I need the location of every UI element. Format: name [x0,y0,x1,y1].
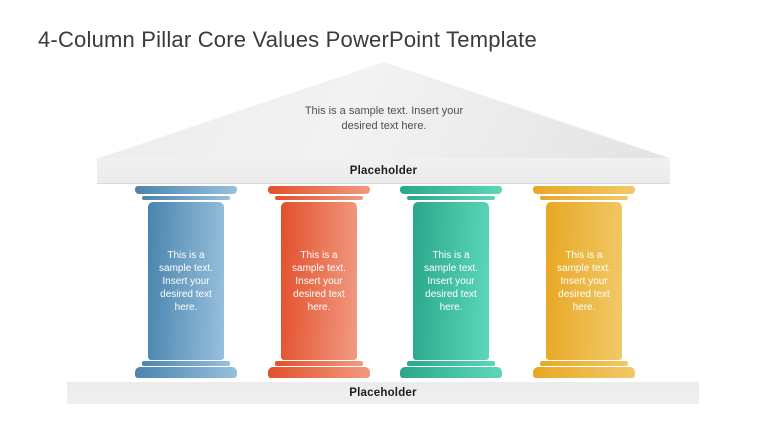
pillar-3-capital-lower [407,196,495,200]
pillar-3-base-upper [407,361,495,366]
pillar-4-text[interactable]: This is a sample text. Insert your desir… [557,249,611,313]
pillar-1-capital-lower [142,196,230,200]
slide-title[interactable]: 4-Column Pillar Core Values PowerPoint T… [38,27,537,52]
pillar-2-text[interactable]: This is a sample text. Insert your desir… [292,249,346,313]
pediment-triangle: This is a sample text. Insert your desir… [99,62,669,158]
pillar-1-base-bottom [135,367,237,378]
pillar-1-shaft: This is a sample text. Insert your desir… [148,202,224,360]
top-beam-label[interactable]: Placeholder [349,164,418,177]
pillar-4-shaft: This is a sample text. Insert your desir… [546,202,622,360]
pillar-2-base-bottom [268,367,370,378]
pillar-3-text[interactable]: This is a sample text. Insert your desir… [424,249,478,313]
pillar-4-base-upper [540,361,628,366]
pillar-4-capital-top [533,186,635,194]
pillar-3-base-bottom [400,367,502,378]
pillar-2-base-upper [275,361,363,366]
pillar-4-capital-lower [540,196,628,200]
pillar-3: This is a sample text. Insert your desir… [399,186,503,378]
pillar-2-capital-lower [275,196,363,200]
bottom-beam-label[interactable]: Placeholder [349,387,417,399]
bottom-beam: Placeholder [67,382,699,404]
pediment-text[interactable]: This is a sample text. Insert your desir… [304,105,464,132]
pillar-4-base-bottom [533,367,635,378]
pillar-2-shaft: This is a sample text. Insert your desir… [281,202,357,360]
pillar-3-capital-top [400,186,502,194]
top-beam: Placeholder [97,158,670,184]
pillar-3-shaft: This is a sample text. Insert your desir… [413,202,489,360]
pillar-2-capital-top [268,186,370,194]
pillar-1-text[interactable]: This is a sample text. Insert your desir… [159,249,213,313]
pillar-1-base-upper [142,361,230,366]
pillar-2: This is a sample text. Insert your desir… [267,186,371,378]
pillar-1-capital-top [135,186,237,194]
pillar-4: This is a sample text. Insert your desir… [532,186,636,378]
pillar-1: This is a sample text. Insert your desir… [134,186,238,378]
